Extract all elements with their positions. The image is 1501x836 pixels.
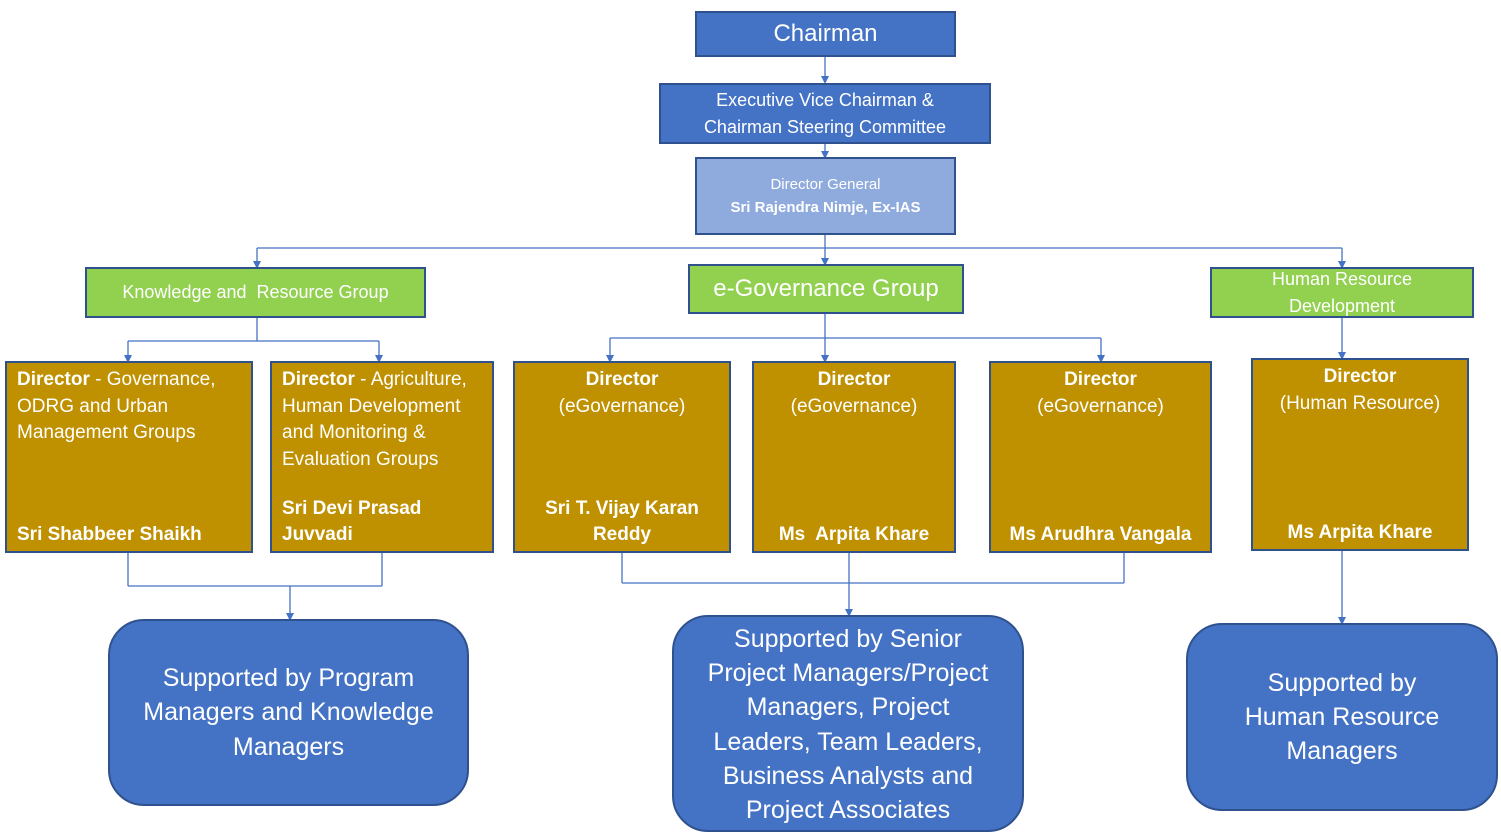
director-name: Sri Shabbeer Shaikh xyxy=(17,524,202,546)
hrd-group-label: Human Resource Development xyxy=(1271,269,1413,316)
director-name: Ms Arpita Khare xyxy=(1287,522,1433,544)
director-general-title: Director General xyxy=(770,175,881,193)
executive-vice-chairman-box: Executive Vice Chairman & Chairman Steer… xyxy=(659,83,991,144)
director-card: Director (Human Resource) Ms Arpita Khar… xyxy=(1251,358,1469,551)
director-role: (Human Resource) xyxy=(1279,392,1441,414)
director-card: Director - Governance, ODRG and Urban Ma… xyxy=(5,361,253,553)
knowledge-resource-group-label: Knowledge and Resource Group xyxy=(122,281,389,302)
knowledge-support-label: Supported by Program Managers and Knowle… xyxy=(143,664,434,761)
knowledge-resource-group-box: Knowledge and Resource Group xyxy=(85,267,426,318)
knowledge-support-box: Supported by Program Managers and Knowle… xyxy=(108,619,469,806)
director-name: Ms Arpita Khare xyxy=(778,524,930,546)
director-card: Director (eGovernance) Ms Arudhra Vangal… xyxy=(989,361,1212,553)
director-name: Ms Arudhra Vangala xyxy=(1009,524,1192,546)
hrd-support-label: Supported by Human Resource Managers xyxy=(1244,668,1440,766)
director-title: Director xyxy=(282,369,355,390)
egovernance-group-label: e-Governance Group xyxy=(713,275,939,303)
director-role: - Governance, ODRG and Urban Management … xyxy=(17,369,216,444)
director-title: Director xyxy=(817,369,891,390)
egov-support-box: Supported by Senior Project Managers/Pro… xyxy=(672,615,1024,832)
director-name: Sri T. Vijay Karan Reddy xyxy=(545,497,699,546)
director-title-block: Director (eGovernance) xyxy=(764,367,944,420)
egovernance-group-box: e-Governance Group xyxy=(688,264,964,314)
chairman-box: Chairman xyxy=(695,11,956,57)
director-title: Director xyxy=(1064,369,1137,390)
director-role: (eGovernance) xyxy=(1037,395,1164,417)
director-title: Director xyxy=(1323,366,1397,387)
director-name: Sri Devi Prasad Juvvadi xyxy=(282,497,422,546)
director-title-block: Director (eGovernance) xyxy=(525,367,719,420)
director-card: Director (eGovernance) Sri T. Vijay Kara… xyxy=(513,361,731,553)
director-card: Director (eGovernance) Ms Arpita Khare xyxy=(752,361,956,553)
director-role: - Agriculture, Human Development and Mon… xyxy=(282,369,467,470)
director-title: Director xyxy=(17,369,90,390)
director-title-block: Director - Governance, ODRG and Urban Ma… xyxy=(17,367,241,447)
director-role: (eGovernance) xyxy=(790,395,918,417)
hrd-group-box: Human Resource Development xyxy=(1210,267,1474,318)
egov-support-label: Supported by Senior Project Managers/Pro… xyxy=(707,624,989,824)
director-title-block: Director - Agriculture, Human Developmen… xyxy=(282,367,482,473)
director-title: Director xyxy=(585,369,659,390)
chairman-label: Chairman xyxy=(773,20,878,48)
director-title-block: Director (Human Resource) xyxy=(1263,364,1457,417)
hrd-support-box: Supported by Human Resource Managers xyxy=(1186,623,1498,811)
director-general-box: Director General Sri Rajendra Nimje, Ex-… xyxy=(695,157,956,235)
director-role: (eGovernance) xyxy=(558,395,686,417)
director-title-block: Director (eGovernance) xyxy=(1001,367,1200,420)
director-card: Director - Agriculture, Human Developmen… xyxy=(270,361,494,553)
director-general-name: Sri Rajendra Nimje, Ex-IAS xyxy=(730,199,921,216)
executive-vice-chairman-label: Executive Vice Chairman & Chairman Steer… xyxy=(703,90,947,137)
